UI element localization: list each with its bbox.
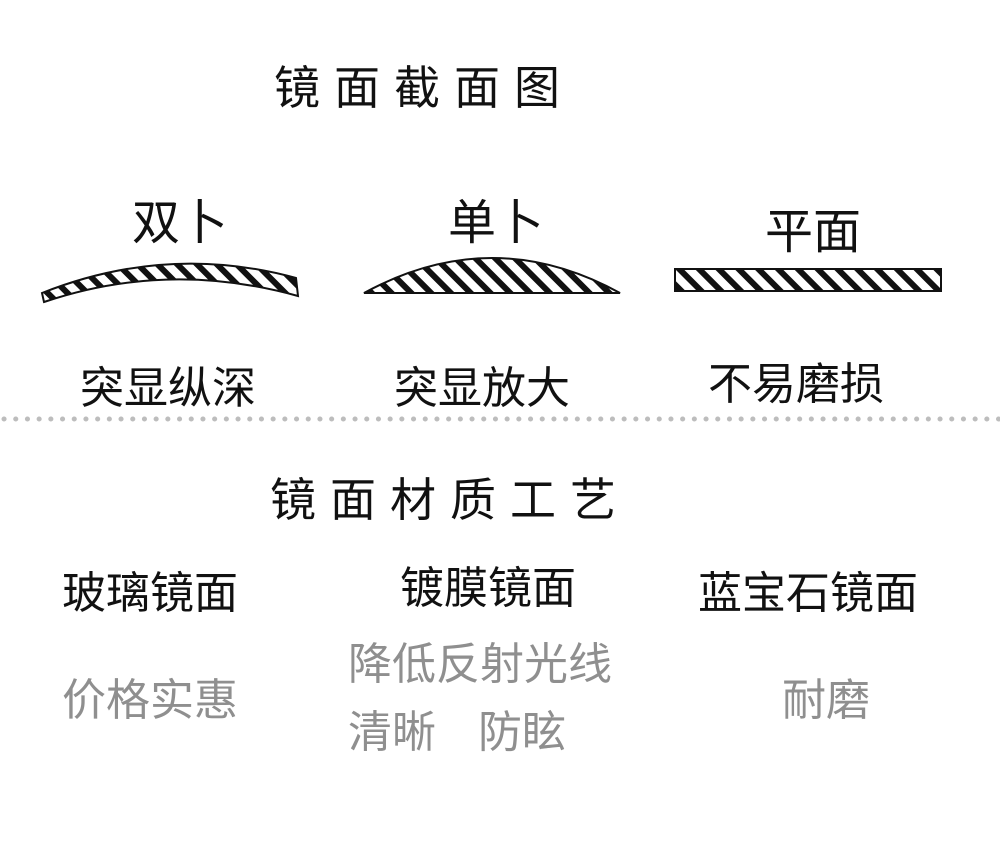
section-divider <box>1 416 1000 422</box>
material-name-coated: 镀膜镜面 <box>400 563 576 614</box>
flat-lens-diagram <box>674 268 942 292</box>
lens-feature-flat: 不易磨损 <box>708 359 884 410</box>
material-name-glass: 玻璃镜面 <box>62 568 238 619</box>
lens-feature-double: 突显纵深 <box>80 363 256 414</box>
material-benefit-coated-line2: 清晰 防眩 <box>348 707 566 758</box>
lens-label-double: 双卜 <box>132 195 229 251</box>
cross-section-title: 镜面截面图 <box>274 61 574 115</box>
lens-label-flat: 平面 <box>765 204 862 260</box>
lens-label-single: 单卜 <box>448 195 545 251</box>
single-convex-lens-diagram <box>363 257 621 294</box>
material-benefit-glass: 价格实惠 <box>62 675 238 726</box>
double-convex-lens-diagram <box>40 262 300 304</box>
lens-feature-single: 突显放大 <box>394 363 570 414</box>
material-benefit-sapphire: 耐磨 <box>782 675 870 726</box>
material-benefit-coated-line1: 降低反射光线 <box>348 639 612 690</box>
material-name-sapphire: 蓝宝石镜面 <box>698 568 918 619</box>
material-title: 镜面材质工艺 <box>270 473 630 527</box>
